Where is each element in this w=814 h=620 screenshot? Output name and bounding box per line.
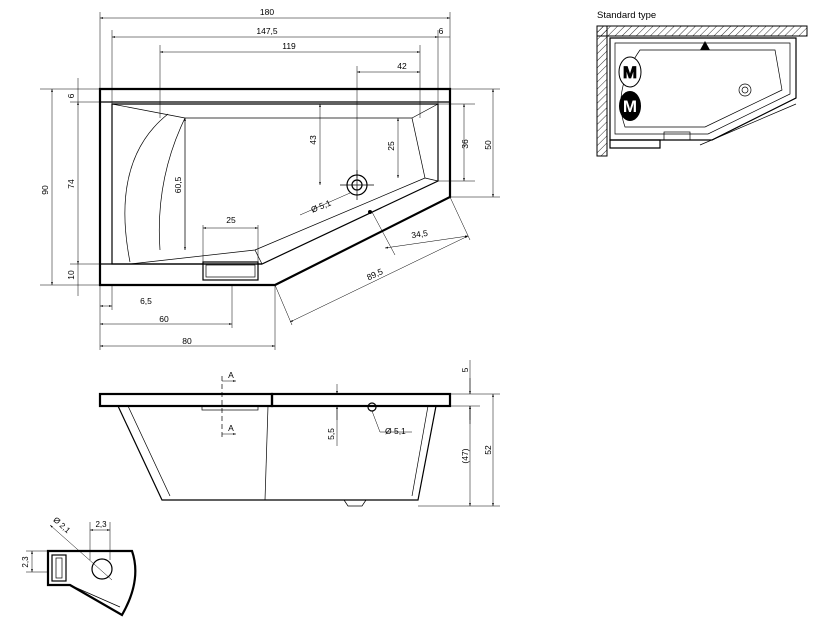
dim-angled-inner: 34,5 bbox=[411, 228, 429, 241]
side-overflow-slot bbox=[201, 405, 259, 411]
dim-hole-diameter: Ø 2,1 bbox=[51, 515, 72, 535]
section-label-top: A bbox=[228, 370, 234, 380]
plan-backrest-inner bbox=[158, 117, 186, 251]
dim-drain-diameter: Ø 5,1 bbox=[309, 198, 332, 215]
section-label-bottom: A bbox=[228, 423, 234, 433]
side-seam bbox=[264, 405, 269, 501]
side-view: A A 5 (47) 52 5,5 Ø 5,1 bbox=[98, 360, 500, 507]
plan-basin-line-b bbox=[411, 103, 439, 119]
plan-basin-line-a bbox=[111, 103, 186, 119]
plan-dimension-lines bbox=[51, 17, 494, 347]
plan-overflow-inner bbox=[205, 264, 256, 278]
dim-drain-offset: 42 bbox=[397, 61, 407, 71]
side-rim-right bbox=[270, 392, 452, 408]
side-dimension-lines bbox=[336, 360, 500, 507]
side-body-inner-right bbox=[411, 405, 429, 497]
std-mark-filled: M bbox=[623, 97, 637, 116]
detail-dimension-lines bbox=[26, 522, 113, 581]
plan-overflow-box bbox=[202, 261, 259, 281]
std-headrest-filled bbox=[619, 91, 641, 121]
dim-width-back: 119 bbox=[282, 41, 296, 51]
wall-left bbox=[596, 25, 608, 157]
dim-offset-left: 2,3 bbox=[21, 556, 30, 568]
dim-drain-height: 5,5 bbox=[326, 428, 336, 440]
dim-angled-outer: 89,5 bbox=[365, 266, 384, 282]
plan-basin-line-d bbox=[254, 249, 263, 265]
std-tub-basin bbox=[620, 49, 783, 128]
std-front-panel bbox=[609, 139, 661, 149]
dim-left-rim: 6,5 bbox=[140, 296, 152, 306]
dim-right-rim: 6 bbox=[439, 26, 444, 36]
dim-step-80: 80 bbox=[182, 336, 192, 346]
detail-slot-inner bbox=[55, 557, 63, 579]
std-mark-outline: M bbox=[623, 63, 637, 82]
dim-right-depth-inner: 36 bbox=[460, 139, 470, 149]
plan-edge-mark bbox=[368, 210, 372, 214]
dim-top-rim: 6 bbox=[66, 93, 76, 98]
standard-type-view: Standard type M M bbox=[596, 10, 808, 157]
std-panel-slope bbox=[699, 103, 797, 146]
dim-width-total: 180 bbox=[260, 7, 274, 17]
dim-total-height: 52 bbox=[483, 445, 493, 455]
side-foot bbox=[343, 499, 367, 507]
std-headrest-outline bbox=[618, 56, 642, 88]
standard-type-title: Standard type bbox=[597, 10, 656, 21]
detail-profile bbox=[46, 549, 137, 617]
std-overflow bbox=[663, 131, 691, 141]
plan-inner-wall bbox=[111, 103, 439, 265]
dim-rim-height: 5 bbox=[460, 367, 470, 372]
dim-width-inner: 147,5 bbox=[256, 26, 278, 36]
dim-depth-inner: 74 bbox=[66, 179, 76, 189]
dim-overflow-width: 25 bbox=[226, 215, 236, 225]
detail-hole bbox=[91, 558, 113, 580]
side-body-inner-left bbox=[127, 405, 171, 497]
detail-slot bbox=[51, 554, 67, 582]
dim-step-60: 60 bbox=[159, 314, 169, 324]
std-drain-inner bbox=[741, 86, 749, 94]
dim-right-depth-total: 50 bbox=[483, 140, 493, 150]
dim-front-depth: 60,5 bbox=[173, 176, 183, 193]
plan-view: 180 147,5 6 119 42 90 74 6 10 43 25 36 5… bbox=[40, 7, 500, 350]
std-faucet-triangle bbox=[700, 41, 710, 50]
detail-view: Ø 2,1 2,3 2,3 bbox=[21, 515, 137, 617]
dim-seat-depth: 25 bbox=[386, 141, 396, 151]
dim-bottom-rim: 10 bbox=[66, 270, 76, 280]
dim-depth-total: 90 bbox=[40, 185, 50, 195]
std-drain-outer bbox=[738, 83, 752, 97]
dim-offset-top: 2,3 bbox=[95, 520, 107, 529]
detail-profile-inner bbox=[69, 584, 121, 608]
dim-drain-from-back: 43 bbox=[308, 135, 318, 145]
side-body bbox=[117, 405, 437, 501]
std-tub-inner bbox=[614, 42, 791, 135]
plan-extension-lines bbox=[40, 12, 500, 350]
plan-backrest-curve bbox=[124, 113, 169, 263]
plan-outer-outline bbox=[98, 87, 452, 287]
plan-basin-line-c bbox=[424, 177, 439, 182]
dim-inner-height: (47) bbox=[460, 448, 470, 463]
side-rim-left bbox=[98, 392, 274, 408]
std-panel-edge bbox=[711, 97, 797, 141]
dim-side-drain-diameter: Ø 5,1 bbox=[385, 426, 406, 436]
wall-top bbox=[596, 25, 808, 37]
